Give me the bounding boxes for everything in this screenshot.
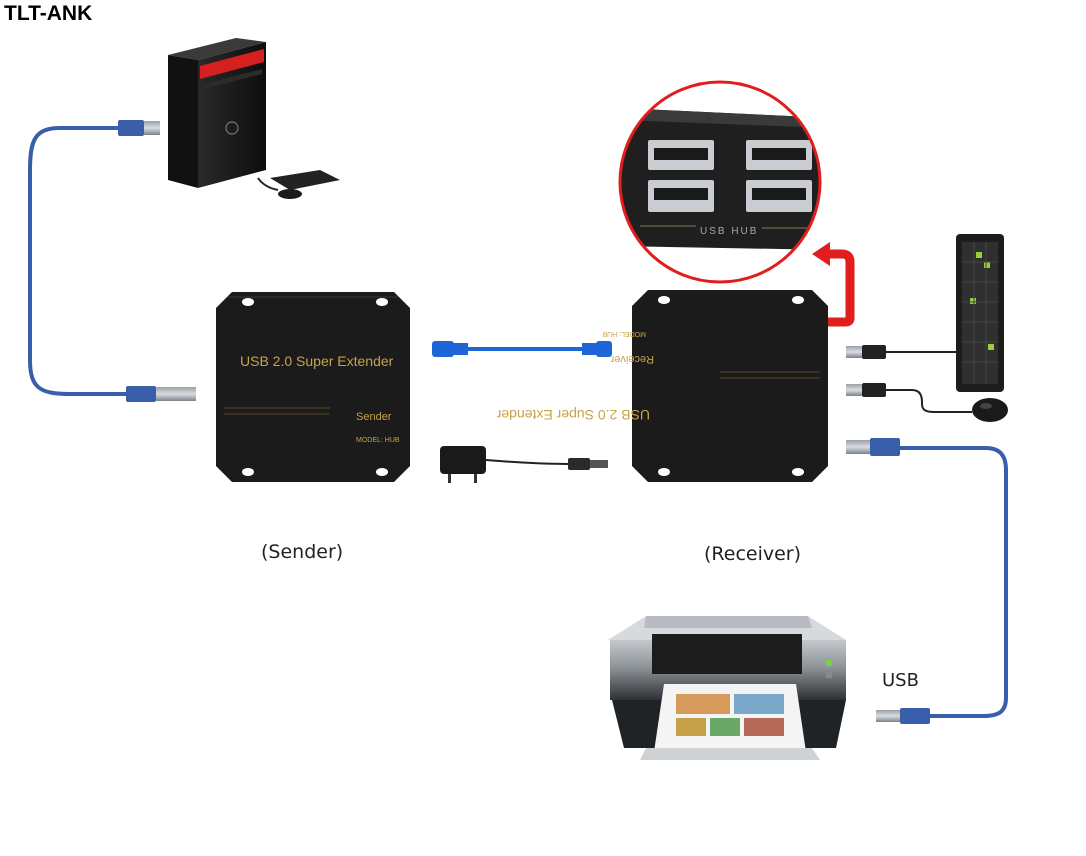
usb-cable-receiver-to-printer xyxy=(846,438,1008,724)
network-cable xyxy=(432,341,612,357)
sender-title: USB 2.0 Super Extender xyxy=(240,353,394,369)
sender-role: Sender xyxy=(356,411,392,423)
usb-port-icon xyxy=(746,140,812,212)
usb-hub-label: USB HUB xyxy=(700,226,758,237)
sender-extender-unit: USB 2.0 Super Extender Sender MODEL: HUB xyxy=(216,292,410,482)
usb-cable-receiver-to-keyboard xyxy=(846,345,956,359)
mouse-icon xyxy=(972,398,1008,422)
receiver-model: MODEL: HUB xyxy=(602,330,646,337)
keyboard-icon xyxy=(956,234,1004,392)
sender-caption: (Sender) xyxy=(261,541,344,563)
receiver-extender-unit: USB 2.0 Super Extender Receiver MODEL: H… xyxy=(496,290,828,482)
printer-icon xyxy=(608,616,846,760)
desktop-computer-icon xyxy=(168,38,340,199)
usb-hub-zoom-view: USB HUB xyxy=(618,80,822,284)
receiver-role: Receiver xyxy=(610,353,654,365)
brand-logo: TLT-ANK xyxy=(4,2,93,25)
highlight-arrow xyxy=(812,242,855,327)
receiver-title: USB 2.0 Super Extender xyxy=(496,407,650,423)
usb-cable-pc-to-sender xyxy=(28,120,196,402)
usb-cable-receiver-to-mouse xyxy=(846,383,972,413)
printer-usb-label: USB xyxy=(882,670,919,691)
sender-model: MODEL: HUB xyxy=(356,437,400,444)
usb-port-icon xyxy=(648,140,714,212)
power-adapter-icon xyxy=(440,446,608,483)
receiver-caption: (Receiver) xyxy=(704,543,802,565)
